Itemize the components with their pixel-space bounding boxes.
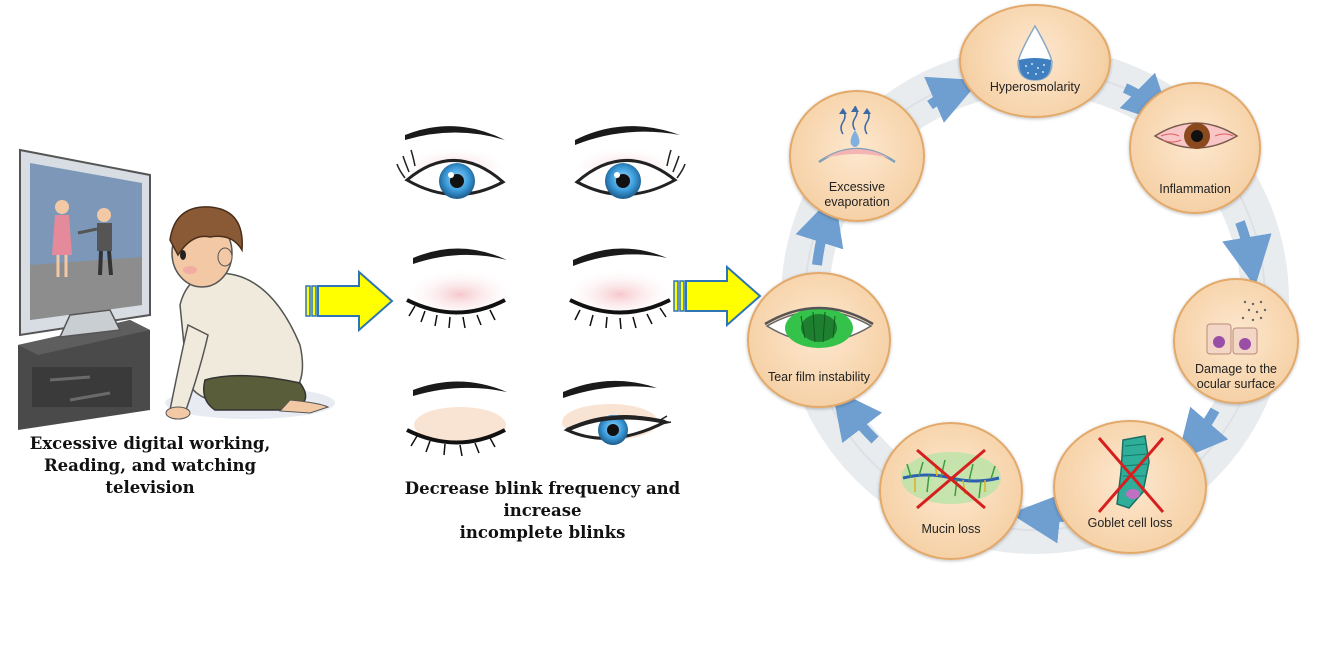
crossed-mucin-icon [901, 448, 1001, 510]
tv-stand [18, 320, 150, 430]
node-evaporation-label-line1: Excessive [828, 180, 886, 194]
green-stained-eye-icon [764, 306, 874, 348]
dry-eye-vicious-cycle: Hyperosmolarity Inflammation Damage to t… [745, 0, 1342, 580]
evaporation-icon [818, 106, 896, 164]
middle-caption-line1: Decrease blink frequency and increase [404, 479, 681, 520]
half-open-eye-right [562, 380, 672, 445]
node-tearfilm-label: Tear film instability [767, 370, 871, 384]
crossed-goblet-cell-icon [1097, 435, 1165, 513]
red-eye-icon [1153, 122, 1239, 149]
left-caption: Excessive digital working, Reading, and … [0, 433, 300, 499]
node-damage-label: Damage to the ocular surface [1181, 362, 1291, 392]
node-mucin-loss: Mucin loss [879, 422, 1023, 560]
left-caption-line2: Reading, and watching television [43, 456, 257, 497]
closed-eye-left [406, 248, 508, 329]
node-damage-label-line1: Damage to the [1195, 362, 1277, 376]
damaged-cells-icon [1206, 300, 1267, 355]
node-damage-label-line2: ocular surface [1196, 377, 1276, 391]
node-excessive-evaporation: Excessive evaporation [789, 90, 925, 222]
open-eye-left [396, 126, 506, 199]
left-caption-line1: Excessive digital working, [29, 434, 271, 453]
tear-drop-icon [1017, 24, 1053, 81]
closed-eye-right [569, 248, 671, 330]
node-evaporation-label: Excessive evaporation [797, 180, 917, 210]
eyes-illustration [395, 110, 695, 480]
node-inflammation: Inflammation [1129, 82, 1261, 214]
node-goblet-label: Goblet cell loss [1087, 516, 1173, 530]
node-evaporation-label-line2: evaporation [824, 195, 890, 209]
node-goblet-cell-loss: Goblet cell loss [1053, 420, 1207, 554]
node-hyperosmolarity-label: Hyperosmolarity [989, 80, 1081, 94]
half-closed-eye-left [406, 381, 507, 457]
tv-viewer-illustration [10, 145, 340, 430]
flow-arrow-1 [304, 270, 394, 332]
middle-caption-line2: incomplete blinks [459, 523, 626, 542]
middle-caption: Decrease blink frequency and increase in… [370, 478, 715, 544]
tv-monitor [19, 148, 151, 338]
flow-arrow-2 [672, 265, 762, 327]
node-mucin-label: Mucin loss [921, 522, 981, 536]
open-eye-right [574, 126, 686, 199]
node-inflammation-label: Inflammation [1159, 182, 1231, 196]
seated-person [165, 206, 335, 420]
node-damage-ocular-surface: Damage to the ocular surface [1173, 278, 1299, 404]
node-hyperosmolarity: Hyperosmolarity [959, 4, 1111, 118]
node-tear-film-instability: Tear film instability [747, 272, 891, 408]
